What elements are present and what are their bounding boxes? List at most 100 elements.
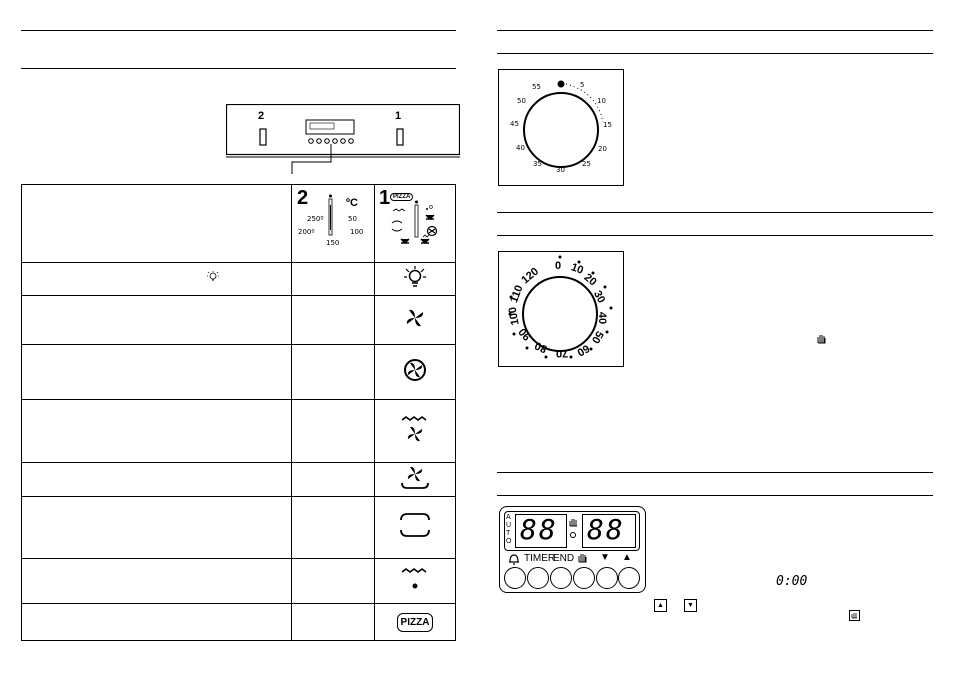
left-top-rule <box>21 30 456 31</box>
fan-icon <box>406 309 424 326</box>
circular-fan-icon <box>404 358 426 381</box>
knob-2-label: 2 <box>258 110 265 122</box>
up-arrow-icon: ▲ <box>622 552 632 563</box>
hand-label-icon <box>578 554 587 563</box>
dial-number: 10 <box>597 97 606 105</box>
minute-timer-rule <box>497 53 933 54</box>
down-arrow-icon: ▼ <box>600 552 610 563</box>
thermostat-knob-cell: 2 ºC 250º 200º 150 100 50 <box>291 184 375 263</box>
display-left-digits: 88 <box>520 513 558 546</box>
table-row <box>21 462 456 497</box>
symbol-cell <box>374 496 456 559</box>
lamp-row-text <box>21 262 292 296</box>
table-row <box>21 295 456 345</box>
table-row <box>21 262 456 296</box>
celsius-unit: ºC <box>346 197 358 209</box>
cooking-timer-figure: 0 10 20 30 40 50 60 70 80 90 100 110 120 <box>498 251 624 367</box>
dial-number: 25 <box>582 160 591 168</box>
empty-cell <box>291 558 375 604</box>
top-bottom-heat-icon <box>400 513 430 537</box>
dial-number: 30 <box>556 166 565 174</box>
bell-icon <box>509 554 519 565</box>
symbol-cell <box>374 558 456 604</box>
dial-number: 15 <box>603 121 612 129</box>
dial-number: 40 <box>516 144 525 152</box>
electronic-timer-rule-1 <box>497 472 933 473</box>
thermostat-dial-graphic <box>328 194 333 236</box>
electronic-timer-panel: A U T O 88 88 TIMER END ▼ ▲ <box>499 506 646 593</box>
lamp-icon <box>207 271 219 281</box>
dial-zero: 0 <box>555 260 562 272</box>
header-text-cell <box>21 184 292 263</box>
dial-number: 40 <box>596 311 609 325</box>
up-button[interactable] <box>618 567 640 589</box>
temp-50: 50 <box>348 215 357 223</box>
symbol-cell: PIZZA <box>374 603 456 641</box>
timer-label: TIMER <box>524 553 556 564</box>
digit-box-right <box>582 514 636 548</box>
timer-button[interactable] <box>527 567 549 589</box>
symbol-cell <box>374 262 456 296</box>
control-panel-drawing <box>225 103 461 174</box>
cooking-timer-rule-2 <box>497 235 933 236</box>
table-row: PIZZA <box>21 603 456 641</box>
hand-indicator-icon <box>569 519 577 538</box>
empty-cell <box>291 295 375 345</box>
bell-button[interactable] <box>504 567 526 589</box>
dial-number: 70 <box>556 347 569 359</box>
grill-dot-icon <box>401 567 427 588</box>
digit-box-left <box>515 514 567 548</box>
table-row <box>21 344 456 400</box>
empty-cell <box>291 462 375 497</box>
display-right-digits: 88 <box>587 513 625 546</box>
thermostat-number: 2 <box>297 187 309 209</box>
row-text <box>21 603 292 641</box>
end-label: END <box>553 553 575 564</box>
symbol-cell <box>374 399 456 463</box>
end-button[interactable] <box>550 567 572 589</box>
display-window <box>504 511 640 551</box>
row-text <box>21 344 292 400</box>
minute-timer-dial <box>523 80 604 168</box>
symbol-cell <box>374 462 456 497</box>
hand-key-icon <box>849 610 860 621</box>
hand-icon <box>817 335 826 344</box>
symbol-cell <box>374 295 456 345</box>
row-text <box>21 496 292 559</box>
auto-letter: A <box>506 514 511 521</box>
table-row <box>21 496 456 559</box>
cooking-timer-rule-1 <box>497 212 933 213</box>
bottom-heat-fan-icon <box>401 466 429 489</box>
temp-250: 250º <box>307 215 324 223</box>
manual-button[interactable] <box>573 567 595 589</box>
row-text <box>21 399 292 463</box>
up-key-icon: ▲ <box>654 599 667 612</box>
auto-letter: U <box>506 522 512 529</box>
table-row <box>21 399 456 463</box>
lamp-icon <box>404 265 426 287</box>
auto-letter: T <box>506 530 511 537</box>
row-text <box>21 295 292 345</box>
row-text <box>21 462 292 497</box>
right-top-rule <box>497 30 933 31</box>
down-button[interactable] <box>596 567 618 589</box>
knob-1-label: 1 <box>395 110 402 122</box>
empty-cell <box>291 262 375 296</box>
grill-fan-icon <box>401 415 427 441</box>
row-text <box>21 558 292 604</box>
empty-cell <box>291 603 375 641</box>
function-number: 1 <box>379 187 391 209</box>
dial-number: 55 <box>532 83 541 91</box>
table-row <box>21 558 456 604</box>
empty-cell <box>291 496 375 559</box>
cooking-timer-dial <box>508 255 613 359</box>
pizza-icon: PIZZA <box>396 613 434 632</box>
program-table: 2 ºC 250º 200º 150 100 50 1 PIZZA <box>21 184 456 641</box>
header-pizza-icon: PIZZA <box>390 193 414 201</box>
symbol-cell <box>374 344 456 400</box>
minute-timer-figure: 55 5 10 15 20 25 30 35 40 45 50 <box>498 69 624 186</box>
electronic-timer-rule-2 <box>497 495 933 496</box>
empty-cell <box>291 399 375 463</box>
dial-number: 20 <box>598 145 607 153</box>
dial-number: 5 <box>580 81 585 89</box>
